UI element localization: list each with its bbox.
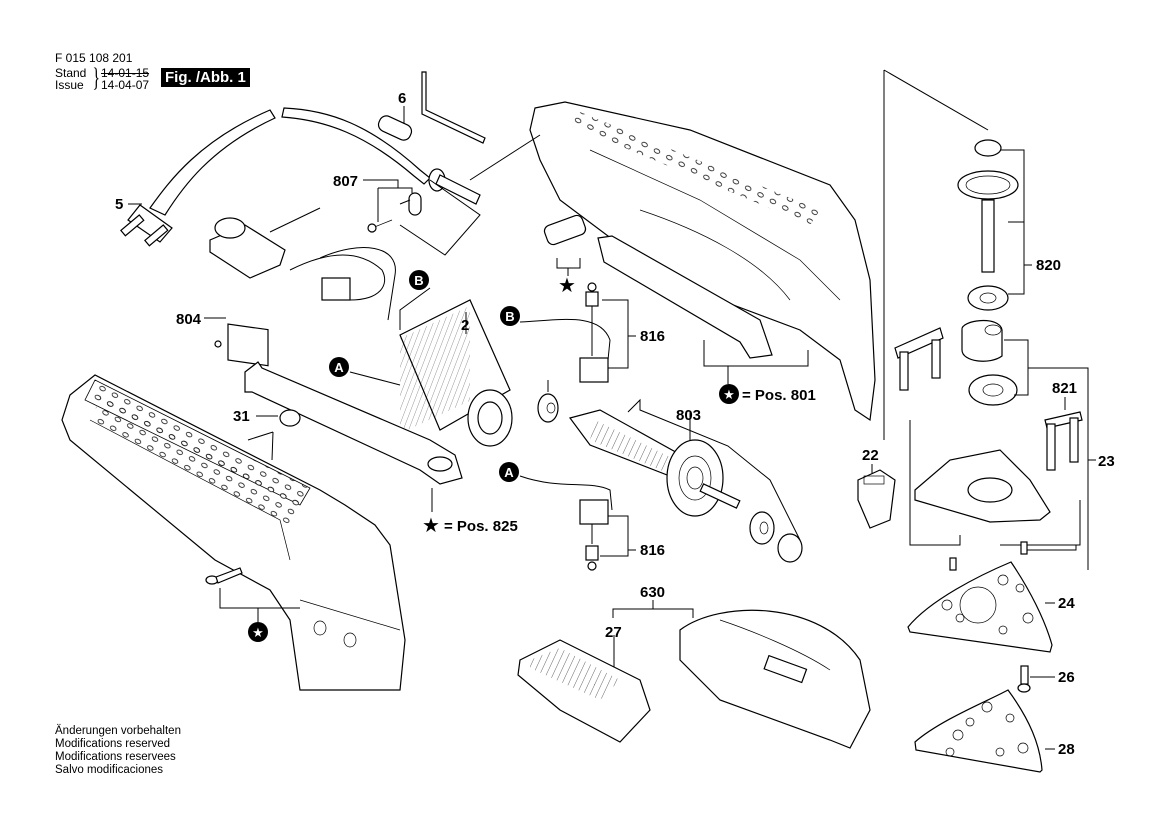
callout-2: 2 [461,317,469,334]
carbon-brush-lower-part [519,475,636,571]
sanding-sheet-part [914,689,1043,773]
brace-icon: } [92,63,100,92]
notice-line-es: Salvo modificaciones [55,764,164,776]
clip-left-part [894,327,944,391]
brush-holder-part: ★ [543,214,587,297]
issue-value: 14-04-07 [101,78,150,92]
callout-5: 5 [115,196,123,213]
callout-26: 26 [1058,669,1075,686]
svg-text:= Pos. 825: = Pos. 825 [444,518,518,535]
notice-line-de: Änderungen vorbehalten [55,725,181,737]
callout-820: 820 [1036,257,1061,274]
marker-b-lower: B [500,306,520,326]
clip-right-part [1044,397,1083,471]
leader-line [883,69,989,131]
notice-line-en: Modifications reserved [55,738,171,750]
callout-807: 807 [333,173,358,190]
notice-line-fr: Modifications reservees [55,751,176,763]
callout-816-upper: 816 [640,328,665,345]
leader-line [399,179,481,256]
eccentric-bearing-part [961,319,1089,570]
bushing-part [247,409,301,461]
document-number: F 015 108 201 [55,51,133,65]
issue-label: Issue [55,78,84,92]
plate-screw-part [1017,665,1055,693]
dust-box-part [517,600,871,749]
star-icon: ★ [558,275,576,297]
svg-text:= Pos. 801: = Pos. 801 [742,387,816,404]
callout-22: 22 [862,447,879,464]
stand-label: Stand [55,66,87,80]
hex-key-part [421,71,486,144]
dust-adapter-part [857,464,896,529]
callout-804: 804 [176,311,202,328]
callout-803: 803 [676,407,701,424]
field-coil-part [399,299,513,447]
pos-801-legend: ★ = Pos. 801 [719,384,816,404]
leader-line [703,340,809,367]
housing-screw-part: ★ [205,567,300,642]
callout-23: 23 [1098,453,1115,470]
switch-part [214,247,396,367]
svg-text:B: B [505,309,514,324]
power-cord-part [120,107,431,247]
svg-text:A: A [334,360,344,375]
callout-27: 27 [605,624,622,641]
svg-text:A: A [504,465,514,480]
plate-screws-part [949,541,1077,571]
gear-shaft-part [957,139,1032,311]
callout-28: 28 [1058,741,1075,758]
cable-clamp-part [363,179,422,233]
callout-630: 630 [640,584,665,601]
clamp-bar-part [244,361,463,512]
sanding-plate-part [907,561,1053,653]
base-plate-housing-part [909,420,1081,546]
figure-badge: Fig. /Abb. 1 [161,68,250,87]
star-icon: ★ [723,387,735,402]
callout-6: 6 [398,90,406,107]
callout-816-lower: 816 [640,542,665,559]
stand-value: 14-01-15 [101,66,150,80]
svg-text:B: B [414,273,423,288]
star-icon: ★ [422,515,440,537]
marker-a-lower: A [499,462,519,482]
modifications-notice: Änderungen vorbehalten Modifications res… [55,725,181,777]
carbon-brush-upper-part [519,282,636,383]
marker-b-top: B [399,270,431,330]
callout-821: 821 [1052,380,1077,397]
marker-a-top: A [329,357,401,386]
armature-part [537,393,803,563]
leader-line [469,134,541,181]
speed-control-part [209,207,321,279]
housing-shell-left-part [61,374,406,691]
star-icon: ★ [252,625,264,640]
callout-24: 24 [1058,595,1075,612]
pos-825-legend: ★ = Pos. 825 [422,515,518,537]
cable-sleeve-part [377,106,481,205]
leader-line [547,380,801,541]
callout-31: 31 [233,408,250,425]
housing-shell-right-part [529,101,876,422]
